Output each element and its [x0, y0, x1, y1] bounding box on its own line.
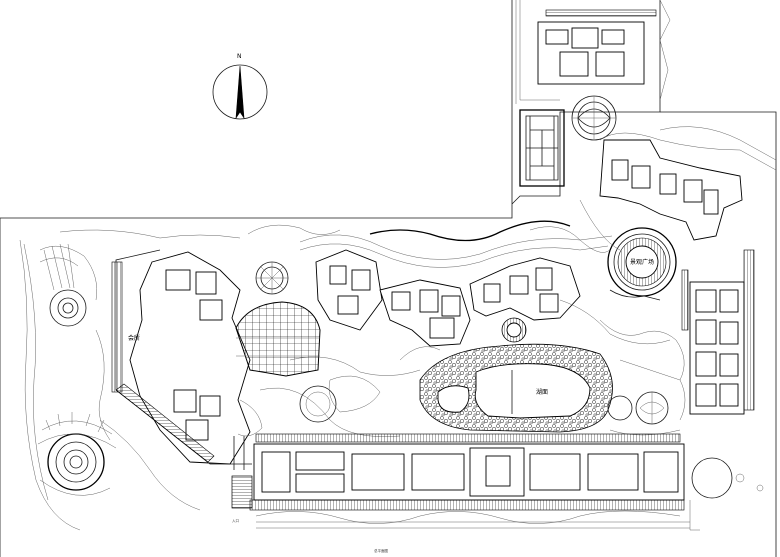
tennis-court: [519, 109, 565, 187]
north-arrow: N: [212, 53, 268, 120]
plaza-label: 景观广场: [630, 258, 654, 266]
left-tower: [39, 243, 97, 327]
right-building-cluster: [599, 126, 777, 241]
entrance-stairs: 入口: [231, 436, 253, 523]
top-round-pavilion: [571, 95, 617, 141]
bottom-left-amphitheater: [37, 412, 117, 496]
central-curved-buildings: [299, 220, 613, 347]
left-center-pavilion: [255, 261, 289, 295]
right-vertical-building: [681, 249, 755, 415]
bottom-long-building: [249, 433, 690, 529]
lake: 湖面: [419, 343, 613, 433]
landscape-contours: [19, 199, 686, 531]
center-round-feature: [501, 317, 527, 343]
lake-label: 湖面: [536, 388, 548, 396]
north-label: N: [237, 53, 242, 60]
left-building-label: 会所: [128, 334, 140, 342]
bottom-right-round-feature: [689, 457, 764, 531]
main-round-plaza: 景观广场: [607, 227, 677, 301]
drawing-title: 总平面图: [374, 548, 388, 553]
grid-plaza: [235, 301, 321, 377]
top-right-building: [515, 0, 671, 104]
left-large-building: 会所: [111, 249, 252, 465]
lake-side-pavilions: [299, 385, 669, 425]
entrance-label: 入口: [232, 518, 239, 523]
